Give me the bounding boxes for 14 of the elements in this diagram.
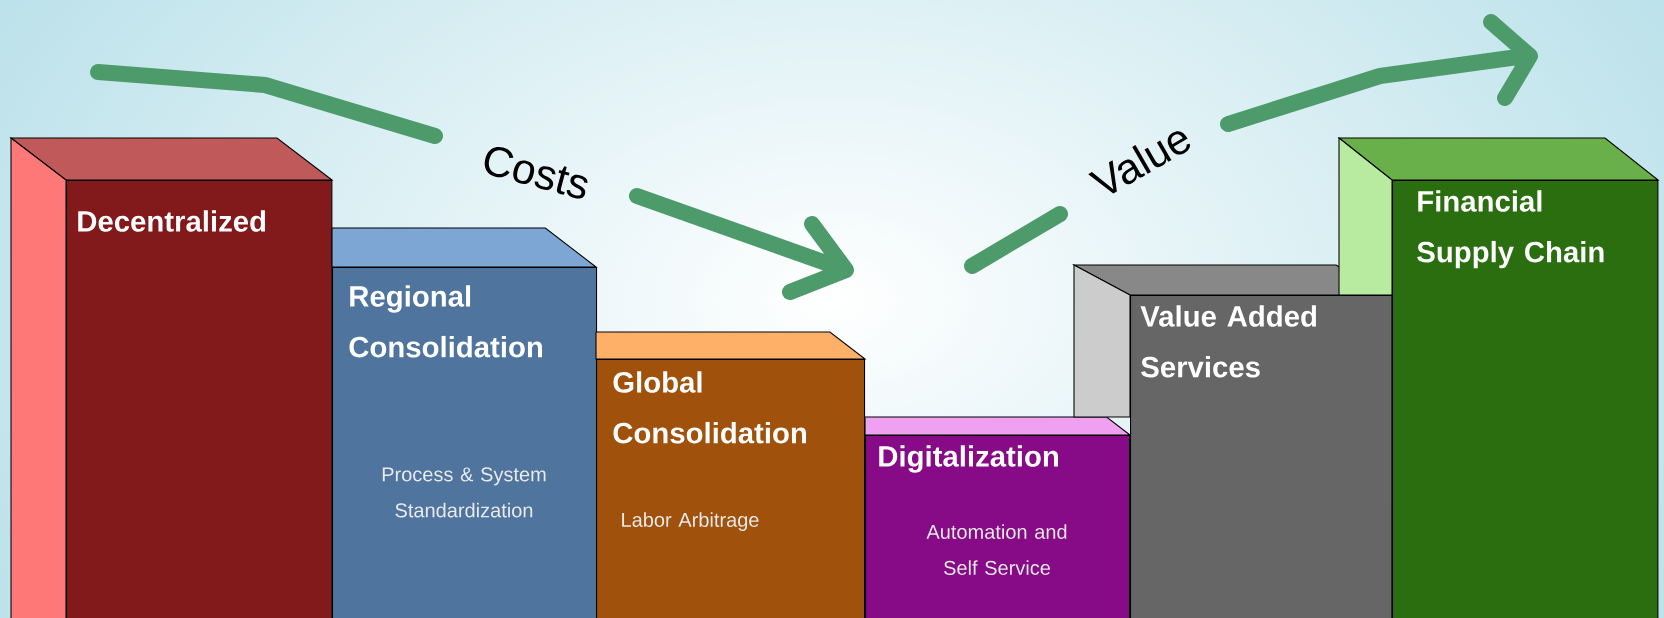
block-heading: Financial Supply Chain	[1417, 190, 1604, 269]
block-subtitle: Process & System Standardization	[382, 467, 546, 518]
block-heading: Global Consolidation	[613, 371, 806, 444]
block-heading: Regional Consolidation	[349, 285, 542, 358]
step-block	[595, 331, 867, 618]
block-heading: Decentralized	[78, 210, 266, 232]
arrow-label: Costs	[484, 146, 588, 199]
arrow-label: Value	[1088, 131, 1190, 194]
block-subtitle: Labor Arbitrage	[622, 512, 759, 531]
block-heading: Digitalization	[879, 445, 1058, 473]
block-subtitle: Automation and Self Service	[926, 524, 1067, 575]
step-block	[864, 416, 1132, 618]
step-block	[331, 227, 598, 618]
block-heading: Value Added Services	[1140, 305, 1316, 378]
